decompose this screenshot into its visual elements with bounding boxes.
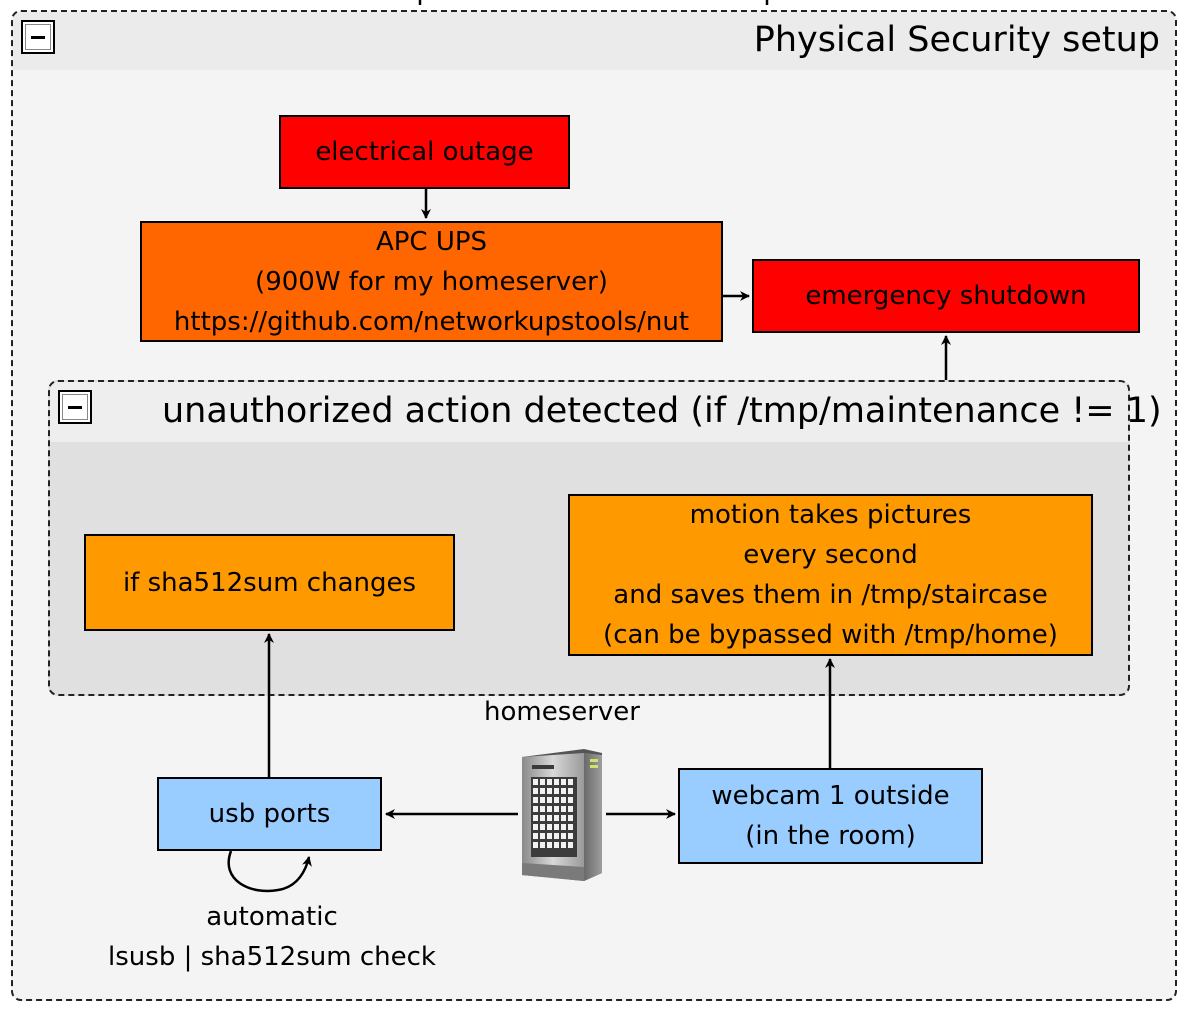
motion-node[interactable]: motion takes pictures every second and s… xyxy=(568,494,1093,656)
webcam-node[interactable]: webcam 1 outside (in the room) xyxy=(678,768,983,864)
node-label: emergency shutdown xyxy=(805,281,1087,311)
collapse-button[interactable] xyxy=(58,390,92,424)
group-title: unauthorized action detected (if /tmp/ma… xyxy=(162,391,1162,431)
edge-label-line: automatic xyxy=(206,902,338,932)
node-label: and saves them in /tmp/staircase xyxy=(613,580,1048,610)
node-label: if sha512sum changes xyxy=(122,567,417,598)
apc-ups-node[interactable]: APC UPS (900W for my homeserver) https:/… xyxy=(140,221,723,342)
node-label: (900W for my homeserver) xyxy=(255,266,608,297)
emergency-shutdown-node[interactable]: emergency shutdown xyxy=(752,259,1140,333)
collapse-button[interactable] xyxy=(21,20,55,54)
electrical-outage-node[interactable]: electrical outage xyxy=(279,115,570,189)
node-label: (in the room) xyxy=(745,821,916,851)
usb-loop-label: automatic lsusb | sha512sum check xyxy=(92,897,452,977)
edge-usb-loop xyxy=(227,850,312,893)
sha512sum-changes-node[interactable]: if sha512sum changes xyxy=(84,534,455,631)
node-label: https://github.com/networkupstools/nut xyxy=(173,306,690,337)
node-label: motion takes pictures xyxy=(689,500,972,530)
group-header xyxy=(13,12,1175,70)
node-label: usb ports xyxy=(208,799,331,829)
homeserver-label: homeserver xyxy=(483,697,640,727)
node-label: APC UPS xyxy=(375,226,488,257)
server-icon[interactable] xyxy=(518,745,606,883)
node-label: (can be bypassed with /tmp/home) xyxy=(603,620,1058,650)
edge-label-line: lsusb | sha512sum check xyxy=(108,942,436,972)
node-label: every second xyxy=(743,540,918,570)
usb-ports-node[interactable]: usb ports xyxy=(157,777,382,851)
group-header xyxy=(50,382,1128,442)
node-label: electrical outage xyxy=(315,137,534,167)
node-label: webcam 1 outside xyxy=(711,781,950,811)
group-title: Physical Security setup xyxy=(753,20,1160,60)
